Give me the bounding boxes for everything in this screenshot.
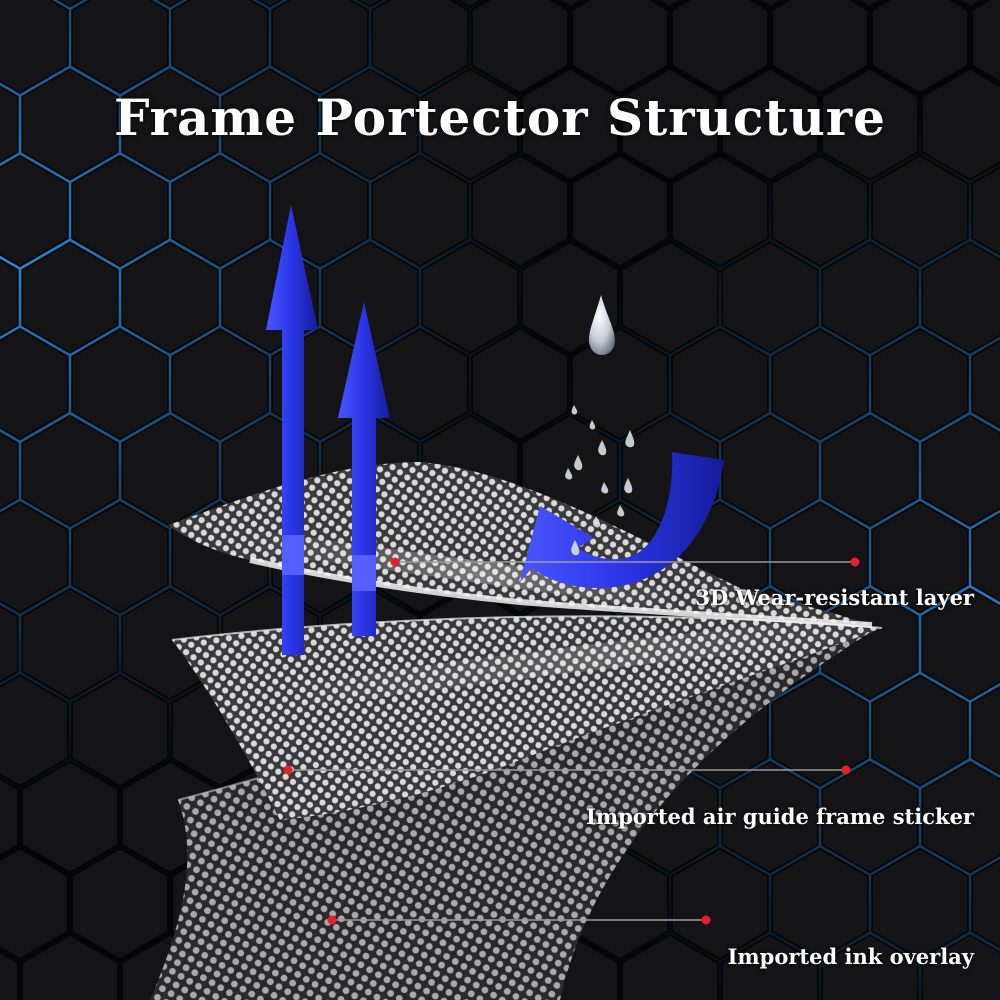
layer-label-wear-resistant: 3D Wear-resistant layer: [695, 585, 974, 610]
layer-label-air-guide: Imported air guide frame sticker: [586, 804, 974, 829]
page-title: Frame Portector Structure: [114, 88, 886, 147]
curved-arrow-icon: [520, 452, 724, 588]
up-arrow-icon: [266, 205, 390, 655]
layer-label-ink-overlay: Imported ink overlay: [727, 944, 974, 969]
callout-lines: [283, 557, 860, 925]
water-drop-icon: [565, 295, 635, 556]
